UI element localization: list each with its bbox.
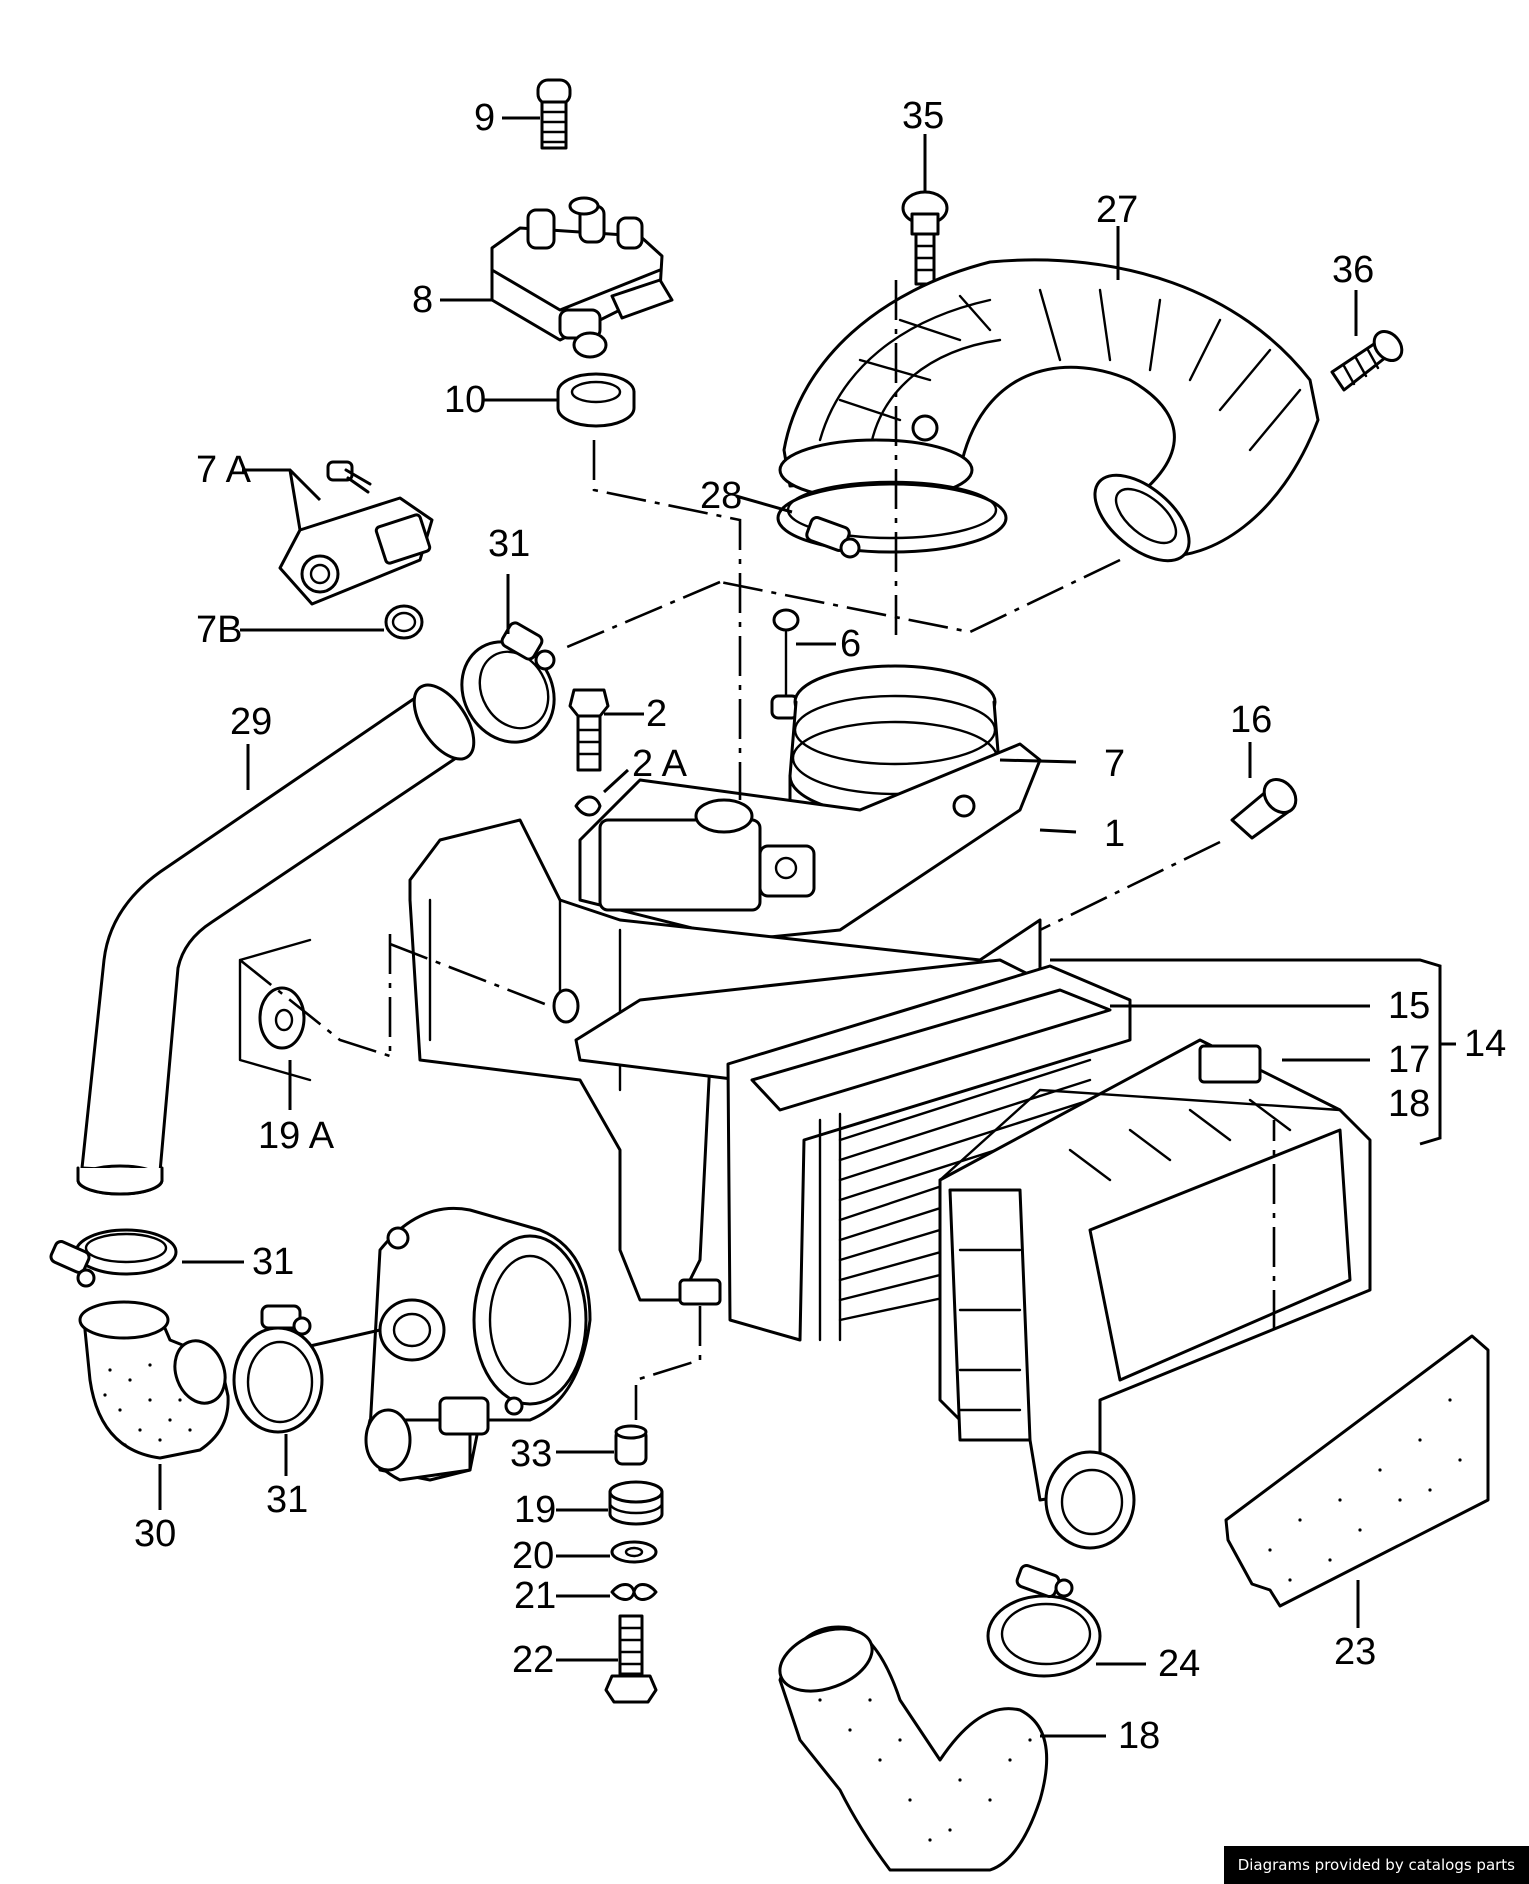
part-24-clamp[interactable]	[986, 1564, 1102, 1678]
part-8-regulator[interactable]	[490, 196, 674, 359]
part-1-flow-meter-body[interactable]	[578, 742, 1042, 942]
turbocharger[interactable]	[364, 1206, 592, 1482]
part-7a-sensor[interactable]	[278, 460, 434, 606]
part-10-seal-ring[interactable]	[556, 372, 636, 428]
callout-2: 2	[646, 693, 667, 735]
part-19-rubber-mount[interactable]	[608, 1480, 664, 1526]
callout-19a: 19 A	[258, 1115, 335, 1157]
callout-31-left: 31	[252, 1241, 294, 1283]
part-21-spring-washer[interactable]	[610, 1583, 658, 1601]
part-22-stud[interactable]	[604, 1614, 658, 1704]
part-18-hose[interactable]	[771, 1617, 1049, 1872]
callout-1: 1	[1104, 813, 1125, 855]
part-6-nipple[interactable]	[770, 608, 800, 720]
part-17-upper-housing[interactable]	[938, 1038, 1372, 1550]
part-31-clamp-middle[interactable]	[232, 1304, 324, 1434]
callout-27: 27	[1096, 189, 1138, 231]
part-7b-o-ring[interactable]	[384, 604, 424, 640]
callout-8: 8	[412, 279, 433, 321]
callout-31-middle: 31	[266, 1479, 308, 1521]
part-35-plug[interactable]	[901, 190, 949, 286]
part-36-plug[interactable]	[1330, 326, 1407, 392]
part-19a-grommet[interactable]	[238, 938, 312, 1082]
part-2-bolt[interactable]	[568, 688, 610, 772]
part-33-spacer[interactable]	[614, 1424, 648, 1466]
callout-21: 21	[514, 1575, 556, 1617]
callout-28: 28	[700, 475, 742, 517]
part-20-washer[interactable]	[610, 1540, 658, 1564]
part-31-clamp-left[interactable]	[49, 1228, 178, 1288]
callout-30: 30	[134, 1513, 176, 1555]
callout-14: 14	[1464, 1023, 1506, 1065]
callout-35: 35	[902, 95, 944, 137]
callout-16: 16	[1230, 699, 1272, 741]
air-cleaner-lower-housing[interactable]	[408, 818, 1062, 1306]
callout-31-top: 31	[488, 523, 530, 565]
callout-17: 17	[1388, 1039, 1430, 1081]
callout-33: 33	[510, 1433, 552, 1475]
callout-23: 23	[1334, 1631, 1376, 1673]
part-30-hose-elbow[interactable]	[78, 1300, 233, 1460]
callout-15: 15	[1388, 985, 1430, 1027]
assembly-lines	[239, 280, 1276, 1420]
callout-6: 6	[840, 623, 861, 665]
callout-7a: 7 A	[196, 449, 252, 491]
callout-36: 36	[1332, 249, 1374, 291]
callout-24: 24	[1158, 1643, 1200, 1685]
leader-lines	[158, 116, 1456, 1738]
callout-2a: 2 A	[632, 743, 688, 785]
part-28-clamp[interactable]	[776, 480, 1008, 559]
callout-18-top: 18	[1388, 1083, 1430, 1125]
part-29-intake-pipe[interactable]	[76, 675, 486, 1196]
credit-banner: Diagrams provided by catalogs parts	[1223, 1846, 1529, 1884]
part-9-screw[interactable]	[536, 78, 572, 150]
callout-18-bottom: 18	[1118, 1715, 1160, 1757]
callout-10: 10	[444, 379, 486, 421]
part-23-gasket-mat[interactable]	[1224, 1334, 1490, 1608]
callout-9: 9	[474, 97, 495, 139]
part-16-clip[interactable]	[1230, 773, 1302, 840]
callout-19: 19	[514, 1489, 556, 1531]
callout-20: 20	[512, 1535, 554, 1577]
callout-labels: 9 8 10 7 A 7B 31 29 2 2 A 6 7 1 35 27 36…	[134, 95, 1506, 1757]
callout-22: 22	[512, 1639, 554, 1681]
part-2a-washer[interactable]	[574, 795, 602, 817]
part-31-clamp-top[interactable]	[444, 621, 572, 759]
callout-7: 7	[1104, 743, 1125, 785]
callout-29: 29	[230, 701, 272, 743]
part-15-filter-element[interactable]	[726, 964, 1132, 1342]
callout-7b: 7B	[196, 609, 242, 651]
